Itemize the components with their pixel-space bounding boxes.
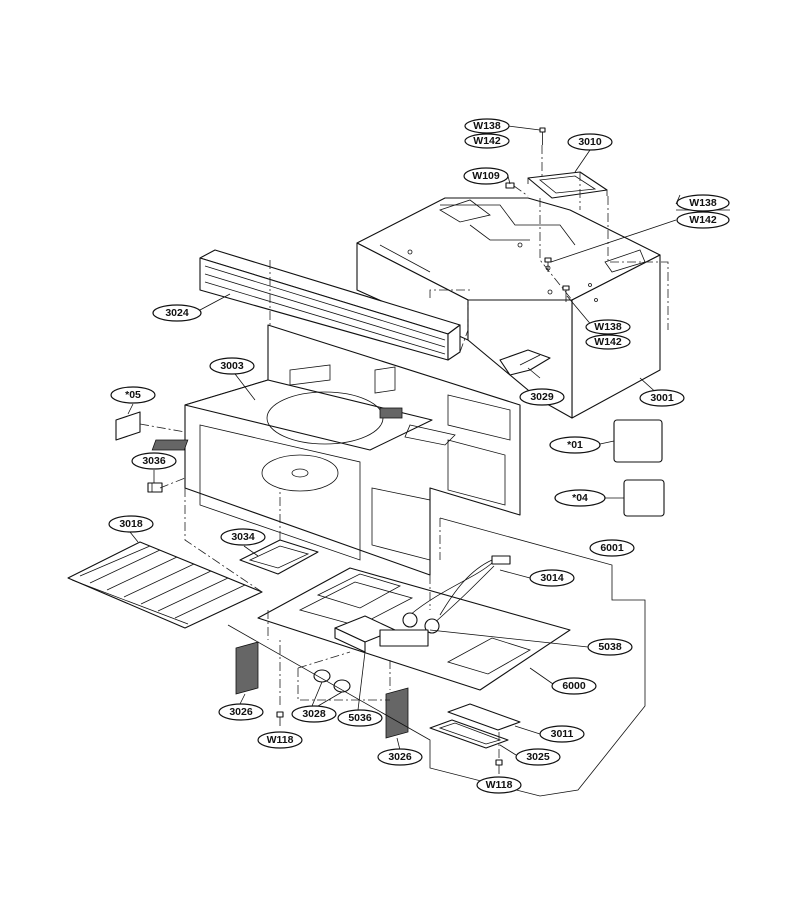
callout-w142-c: W142 <box>585 334 631 350</box>
assembly-outline-6001 <box>227 517 646 797</box>
module-5036 <box>334 615 429 653</box>
callout-5038: 5038 <box>587 638 633 656</box>
svg-text:3028: 3028 <box>302 708 326 720</box>
svg-text:3003: 3003 <box>220 360 244 372</box>
filter-3026-right <box>385 687 409 739</box>
svg-text:W118: W118 <box>486 779 513 791</box>
callout-3024: 3024 <box>152 304 202 322</box>
svg-text:W142: W142 <box>473 135 501 147</box>
callout-3036: 3036 <box>131 452 177 470</box>
svg-text:W138: W138 <box>594 321 622 333</box>
svg-text:W109: W109 <box>472 170 500 182</box>
leader-lines <box>127 125 730 756</box>
callout-w118-b: W118 <box>476 776 522 794</box>
callout-3034: 3034 <box>220 528 266 546</box>
svg-text:3026: 3026 <box>388 751 412 763</box>
callout-3029: 3029 <box>519 388 565 406</box>
callout-w118-a: W118 <box>257 731 303 749</box>
latch-3036 <box>147 482 163 493</box>
callout-5036: 5036 <box>337 709 383 727</box>
svg-text:3025: 3025 <box>526 751 550 763</box>
svg-text:W118: W118 <box>267 734 294 746</box>
callout-3028: 3028 <box>291 705 337 723</box>
callout-w138-a: W138 <box>464 118 510 134</box>
screw-w118-right <box>495 759 503 774</box>
svg-text:W138: W138 <box>473 120 501 132</box>
svg-text:3029: 3029 <box>530 391 554 403</box>
callout-w138-c: W138 <box>585 319 631 335</box>
card-04 <box>623 479 665 517</box>
svg-text:*04: *04 <box>572 492 588 504</box>
svg-text:6000: 6000 <box>562 680 586 692</box>
card-01 <box>613 419 663 463</box>
svg-text:3010: 3010 <box>578 136 602 148</box>
callout-01: *01 <box>549 436 601 454</box>
svg-text:5036: 5036 <box>348 712 372 724</box>
callout-3014: 3014 <box>529 569 575 587</box>
callout-3026-b: 3026 <box>377 748 423 766</box>
callout-3025: 3025 <box>515 748 561 766</box>
grille-3024 <box>199 249 461 361</box>
svg-text:3011: 3011 <box>551 728 574 740</box>
svg-text:5038: 5038 <box>598 641 622 653</box>
callout-w109: W109 <box>463 167 509 185</box>
svg-text:3001: 3001 <box>650 392 674 404</box>
callout-6000: 6000 <box>551 677 597 695</box>
svg-text:6001: 6001 <box>600 542 624 554</box>
callout-3001: 3001 <box>639 389 685 407</box>
callout-6001: 6001 <box>589 539 635 557</box>
outer-case-3001 <box>356 197 661 419</box>
svg-text:3034: 3034 <box>231 531 255 543</box>
callout-3003: 3003 <box>209 357 255 375</box>
screw-w138-top <box>539 127 546 145</box>
cavity-3003 <box>151 324 521 576</box>
svg-text:3024: 3024 <box>165 307 189 319</box>
svg-text:W142: W142 <box>594 336 622 348</box>
top-plate-3010 <box>527 171 608 199</box>
filter-3011 <box>447 703 521 731</box>
screw-w118-left <box>276 711 284 726</box>
svg-text:W138: W138 <box>689 197 717 209</box>
callout-3026-a: 3026 <box>218 703 264 721</box>
bottom-plate-6000 <box>257 567 571 691</box>
callout-05: *05 <box>110 386 156 404</box>
callout-3011: 3011 <box>539 725 585 743</box>
filter-3026-left <box>235 641 259 695</box>
callout-w138-b: W138 <box>676 194 730 212</box>
svg-text:3018: 3018 <box>119 518 143 530</box>
svg-text:3014: 3014 <box>540 572 564 584</box>
callout-3018: 3018 <box>108 515 154 533</box>
harness-3014 <box>402 555 511 634</box>
callout-w142-a: W142 <box>464 133 510 149</box>
lens-3025 <box>429 719 509 749</box>
callout-3010: 3010 <box>567 133 613 151</box>
svg-text:3036: 3036 <box>142 455 166 467</box>
svg-text:*01: *01 <box>567 439 583 451</box>
bracket-3029 <box>499 349 551 376</box>
label-card-05 <box>115 411 141 441</box>
callout-04: *04 <box>554 489 606 507</box>
svg-text:W142: W142 <box>689 214 717 226</box>
callout-w142-b: W142 <box>676 211 730 229</box>
svg-text:*05: *05 <box>125 389 141 401</box>
plate-3034 <box>239 539 319 575</box>
rack-3018 <box>67 541 263 629</box>
svg-text:3026: 3026 <box>229 706 253 718</box>
